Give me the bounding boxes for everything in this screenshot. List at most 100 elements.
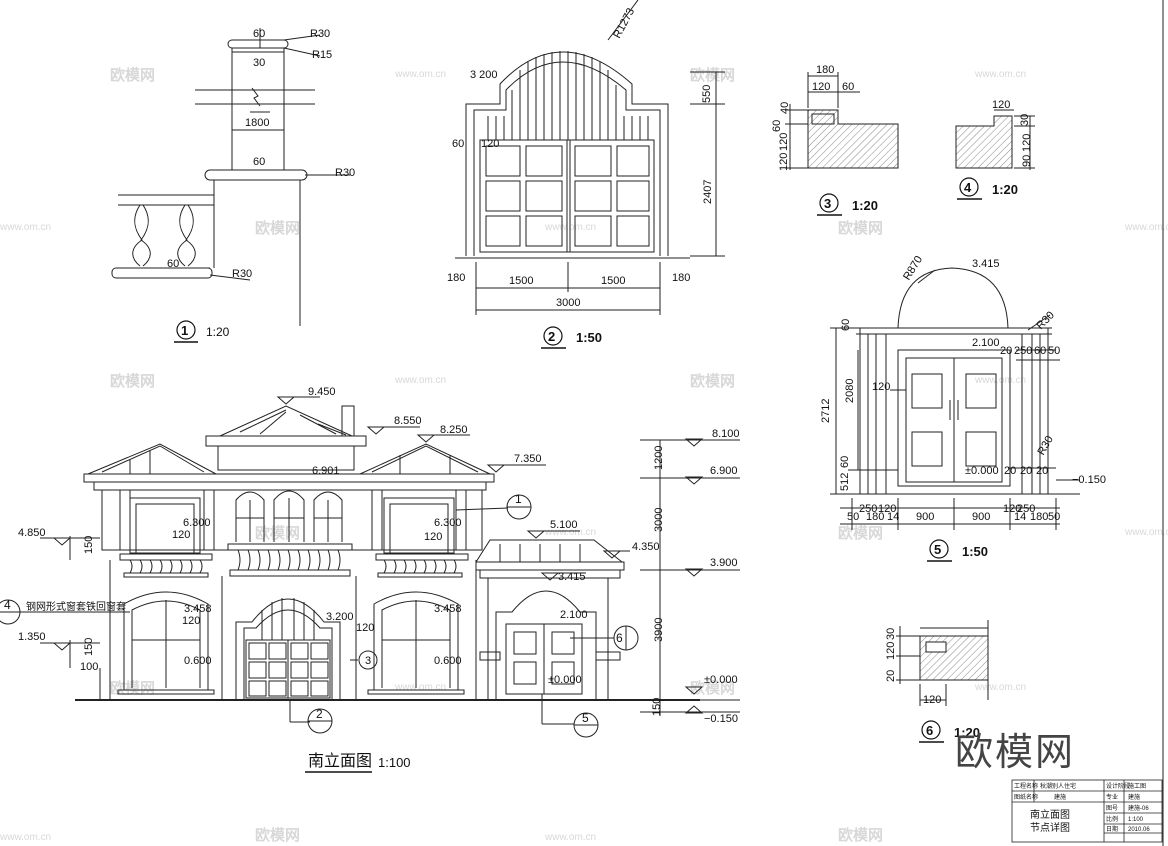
elevation-label: 8.550 [394, 415, 422, 427]
callouts [0, 494, 639, 738]
watermark-brand: 欧模网 [838, 524, 883, 542]
dim-label: 120 [812, 81, 830, 93]
detail-5-scale: 1:50 [962, 544, 988, 559]
watermark-url: www.om.cn [0, 222, 51, 233]
dim-label: 60 [839, 456, 851, 468]
elevation-label: 0.600 [184, 655, 212, 667]
elevation-label: ±0.000 [548, 674, 582, 686]
watermark-url: www.om.cn [974, 69, 1026, 80]
level-label: 8.100 [712, 428, 740, 440]
title-block-cell: 秋潮别人住宅 [1040, 782, 1076, 790]
drawing-title: 南立面图 [308, 752, 372, 770]
title-block-cell: 比例 [1106, 815, 1118, 823]
dim-label: 2712 [820, 399, 832, 423]
dim-label: 50 [1048, 345, 1060, 357]
callout-label: 3 [365, 655, 371, 667]
dim-label: 40 [779, 102, 791, 114]
dim-label: 90 [1021, 155, 1033, 167]
dim-label: 50 [1048, 511, 1060, 523]
watermarks: 欧模网 www.om.cn 欧模网 www.om.cn 欧模网 www.om.c… [0, 66, 1168, 844]
detail-2-number-circle [543, 326, 563, 346]
watermark-url: www.om.cn [394, 375, 446, 386]
callout-3 [358, 650, 378, 670]
watermark-url: www.om.cn [974, 682, 1026, 693]
elevation-label: 4.850 [18, 527, 46, 539]
dim-label: 550 [701, 85, 713, 103]
drawing-scale: 1:100 [378, 755, 411, 770]
watermark-brand: 欧模网 [690, 66, 735, 84]
dim-label: 20 [1036, 465, 1048, 477]
dim-label: 512 [839, 473, 851, 491]
dim-label: 180 [816, 64, 834, 76]
watermark-brand: 欧模网 [255, 826, 300, 844]
detail-2-scale: 1:50 [576, 330, 602, 345]
dim-label: 120 [1021, 134, 1033, 152]
dim-label: 180 [1030, 511, 1048, 523]
dim-label: 120 [778, 153, 790, 171]
detail-1-number-circle [176, 320, 196, 340]
south-elevation [20, 396, 740, 725]
dim-label: 20 [885, 670, 897, 682]
title-block-cell: 图纸名称 [1014, 793, 1038, 801]
dim-label: 120 [923, 694, 941, 706]
dim-label: 900 [972, 511, 990, 523]
callout-label: 1 [515, 492, 522, 506]
dim-label: 1800 [245, 117, 269, 129]
elevation-label: 4.350 [632, 541, 660, 553]
detail-4-section [955, 109, 1035, 170]
detail-2-gate [455, 0, 725, 315]
dim-label: 3900 [653, 618, 665, 642]
dim-label: 14 [887, 511, 899, 523]
detail-2-number: 2 [548, 329, 555, 344]
dim-label: ±0.000 [965, 465, 999, 477]
level-label: 6.900 [710, 465, 738, 477]
detail-1-number: 1 [181, 323, 188, 338]
title-block-cell: 施工图 [1128, 782, 1146, 790]
detail-3-scale: 1:20 [852, 198, 878, 213]
dim-label: 150 [83, 536, 95, 554]
dim-label: 120 [172, 529, 190, 541]
dim-label: 60 [842, 81, 854, 93]
title-block-cell: 设计阶段 [1106, 782, 1130, 790]
title-block-cell: 日期 [1106, 825, 1118, 833]
dim-label: 30 [885, 628, 897, 640]
detail-3-number: 3 [824, 196, 831, 211]
dim-label: 120 [992, 99, 1010, 111]
level-label: 3.900 [710, 557, 738, 569]
dim-label: 60 [840, 319, 852, 331]
title-block [1011, 779, 1163, 843]
callout-label: 2 [316, 707, 323, 721]
detail-4-number-circle [959, 177, 979, 197]
dim-label: 30 [253, 57, 265, 69]
detail-1-column-cap [111, 28, 350, 326]
elevation-label: 0.600 [434, 655, 462, 667]
title-block-cell: 1:100 [1128, 817, 1144, 823]
watermark-brand: 欧模网 [838, 219, 883, 237]
dim-label: 3000 [653, 508, 665, 532]
dim-label: 150 [651, 698, 663, 716]
dim-label: 120 [885, 642, 897, 660]
dim-label: 180 [672, 272, 690, 284]
dim-label: 14 [1014, 511, 1026, 523]
watermark-url: www.om.cn [974, 375, 1026, 386]
level-label: ±0.000 [704, 674, 738, 686]
dim-label: 2.100 [972, 337, 1000, 349]
elevation-label: 5.100 [550, 519, 578, 531]
callout-label: 4 [4, 598, 11, 612]
dim-label: 120 [182, 615, 200, 627]
detail-4-number: 4 [964, 180, 972, 195]
detail-6-section [896, 620, 989, 706]
watermark-url: www.om.cn [1124, 527, 1168, 538]
elevation-label: 1.350 [18, 631, 46, 643]
title-block-cell: 2010.06 [1128, 827, 1150, 833]
dim-label: 60 [253, 28, 265, 40]
dim-label: 60 [167, 258, 179, 270]
title-block-cell: 节点详图 [1030, 821, 1070, 834]
detail-5-door [830, 267, 1080, 530]
detail-6-number: 6 [926, 723, 933, 738]
watermark-brand: 欧模网 [110, 372, 155, 390]
dim-label: 3.415 [972, 258, 1000, 270]
dim-label: 120 [878, 503, 896, 515]
dim-label: 20 [1004, 465, 1016, 477]
elevation-label: 3.200 [326, 611, 354, 623]
